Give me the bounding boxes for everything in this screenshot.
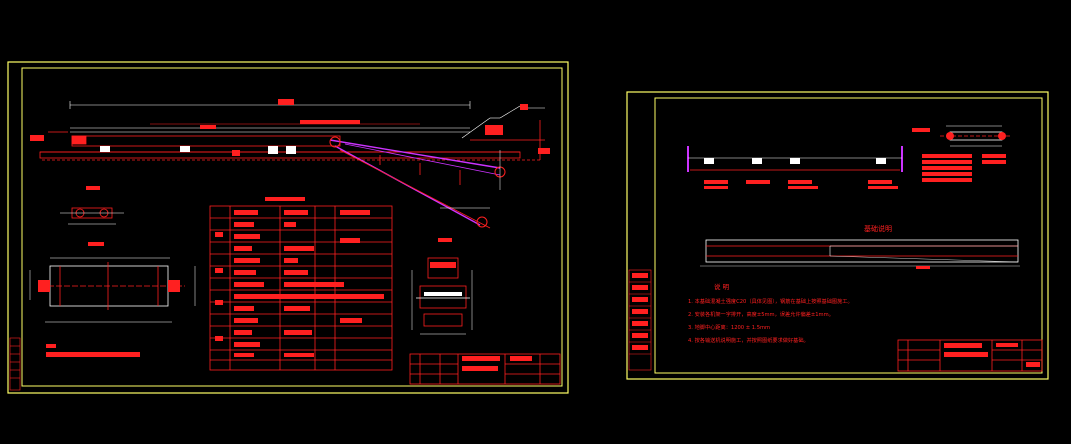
foundation-roller-detail — [912, 125, 1012, 182]
right-outer-frame — [626, 91, 1049, 380]
note-marker — [46, 344, 56, 348]
foundation-plan-view — [700, 239, 1020, 269]
inclined-belt — [329, 136, 506, 229]
technical-parameter-table — [209, 197, 393, 371]
note-4: 4. 按各输送机说明施工，并按照图纸要求做好基础。 — [688, 336, 809, 344]
note-2: 2. 安装各机架一字排开，高度±5mm，误差允许偏差±1mm。 — [688, 310, 834, 318]
left-drawing-sheet — [7, 61, 569, 394]
right-inner-frame — [654, 97, 1043, 374]
left-inner-frame — [21, 67, 563, 387]
idler-detail-small — [60, 186, 124, 225]
foundation-section-title: 基础说明 — [864, 224, 892, 233]
right-title-block — [897, 339, 1043, 372]
tensioner-section-detail — [411, 238, 473, 335]
conveyor-elevation-view — [30, 99, 550, 161]
left-outer-frame — [7, 61, 569, 394]
note-3: 3. 地脚中心距离：1200 ± 1.5mm — [688, 323, 770, 331]
left-side-strip — [9, 337, 21, 391]
foundation-elevation-view — [687, 146, 903, 189]
construction-notes: 说 明 1. 本基础混凝土强度C20（具体见图），钢筋在基础上按照基础图施工。 … — [688, 282, 853, 344]
right-drawing-sheet: 基础说明 说 明 1. 本基础混凝土强度C20（具体见图），钢筋在基础上按照基础… — [626, 91, 1049, 380]
right-side-strip — [628, 269, 652, 371]
left-title-block — [409, 353, 561, 385]
notes-heading: 说 明 — [714, 282, 730, 291]
note-bar — [46, 352, 140, 357]
drum-pulley-detail — [29, 242, 196, 323]
note-1: 1. 本基础混凝土强度C20（具体见图），钢筋在基础上按照基础图施工。 — [688, 297, 853, 305]
